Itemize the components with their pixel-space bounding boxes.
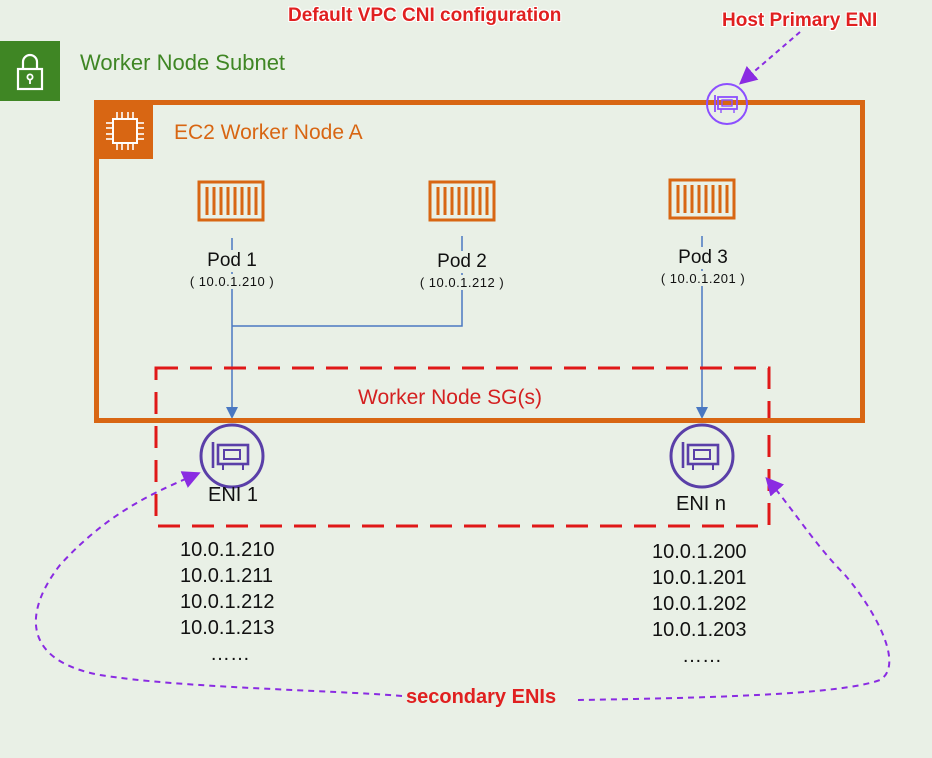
enin-label: ENI n xyxy=(676,493,727,515)
ec2-worker-node-box xyxy=(94,100,865,423)
pod3-ip: ( 10.0.1.201 ) xyxy=(633,271,773,286)
security-group-label: Worker Node SG(s) xyxy=(358,386,542,409)
diagram-title: Default VPC CNI configuration xyxy=(288,5,562,26)
ip-address: 10.0.1.213 xyxy=(180,617,275,639)
ec2-node-label: EC2 Worker Node A xyxy=(174,121,363,144)
pod2-ip: ( 10.0.1.212 ) xyxy=(392,275,532,290)
ip-address: 10.0.1.200 xyxy=(652,541,747,563)
host-eni-arrow xyxy=(738,31,801,85)
ec2-chip-icon xyxy=(97,103,153,159)
security-group-box xyxy=(154,366,771,528)
enin-icon xyxy=(668,422,736,495)
pod3-label: Pod 3 xyxy=(643,247,763,269)
pod3-container-icon xyxy=(668,178,736,225)
pod1-label: Pod 1 xyxy=(172,250,292,272)
ip-address: 10.0.1.202 xyxy=(652,593,747,615)
subnet-label: Worker Node Subnet xyxy=(80,50,286,75)
eni1-icon xyxy=(198,422,266,495)
pod1-ip: ( 10.0.1.210 ) xyxy=(162,274,302,289)
ip-ellipsis: …… xyxy=(210,643,250,665)
pod2-label: Pod 2 xyxy=(402,251,522,273)
eni1-label: ENI 1 xyxy=(208,484,259,506)
pod1-container-icon xyxy=(197,180,265,227)
host-primary-eni-icon xyxy=(705,82,749,131)
ip-ellipsis: …… xyxy=(682,645,722,667)
secondary-enis-label: secondary ENIs xyxy=(404,686,559,709)
ip-address: 10.0.1.203 xyxy=(652,619,747,641)
eni1-ip-list: 10.0.1.210 10.0.1.211 10.0.1.212 10.0.1.… xyxy=(180,537,275,667)
pod2-container-icon xyxy=(428,180,496,227)
enin-ip-list: 10.0.1.200 10.0.1.201 10.0.1.202 10.0.1.… xyxy=(652,539,747,669)
ip-address: 10.0.1.201 xyxy=(652,567,747,589)
ip-address: 10.0.1.212 xyxy=(180,591,275,613)
secondary-enis-curve-right xyxy=(577,476,891,701)
ip-address: 10.0.1.210 xyxy=(180,539,275,561)
ip-address: 10.0.1.211 xyxy=(180,565,274,587)
host-primary-eni-label: Host Primary ENI xyxy=(722,10,878,31)
lock-icon xyxy=(0,41,60,101)
